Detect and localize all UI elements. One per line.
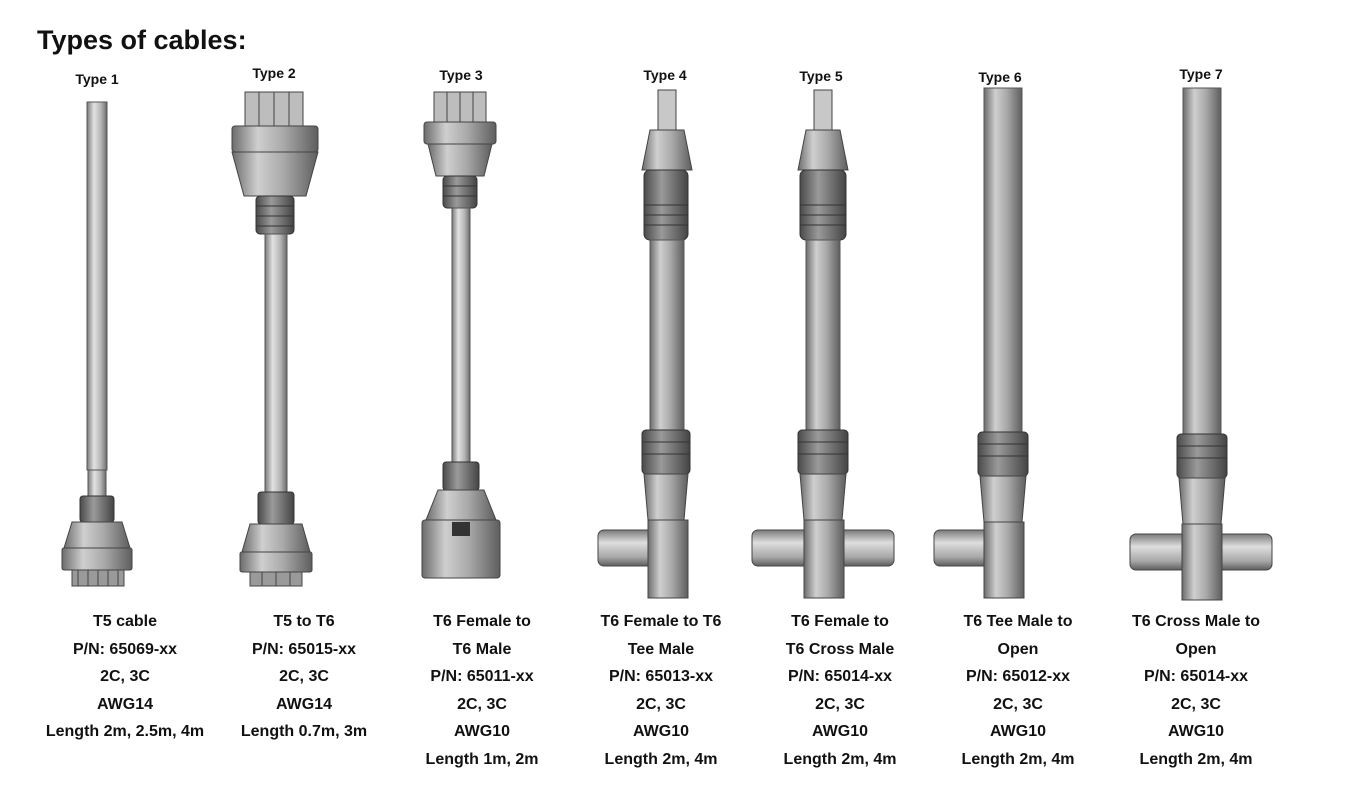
caption-line: Length 2m, 4m [961, 750, 1075, 768]
page-title: Types of cables: [37, 25, 247, 55]
caption-line: 2C, 3C [457, 695, 507, 713]
type-3-cable-image [421, 91, 501, 579]
caption-line: P/N: 65014-xx [787, 668, 893, 685]
caption-line: T6 Cross Male to [1131, 613, 1261, 630]
type-6-caption: T6 Tee Male to Open P/N: 65012-xx 2C, 3C… [928, 608, 1108, 773]
caption-line: 2C, 3C [993, 695, 1043, 713]
type-1-cable-image [61, 101, 133, 587]
caption-line: 2C, 3C [100, 668, 150, 685]
caption-line: Length 1m, 2m [425, 750, 539, 768]
type-7-cable-image [1129, 87, 1273, 601]
type-4-cable-image [597, 89, 693, 599]
type-2-label: Type 2 [252, 65, 296, 81]
caption-line: T6 Cross Male [785, 640, 895, 658]
type-1-caption: T5 cable P/N: 65069-xx 2C, 3C AWG14 Leng… [35, 608, 215, 742]
caption-line: AWG10 [453, 723, 510, 740]
caption-line: T5 cable [92, 613, 158, 630]
caption-line: P/N: 65015-xx [251, 640, 357, 658]
caption-line: T6 Male [452, 640, 512, 658]
type-5-cable-image [751, 89, 895, 599]
caption-line: T6 Female to [433, 613, 531, 630]
caption-line: Open [1175, 640, 1217, 658]
caption-line: Open [997, 640, 1039, 658]
type-6-cable-image [933, 87, 1029, 599]
type-5-caption: T6 Female to T6 Cross Male P/N: 65014-xx… [750, 608, 930, 773]
caption-line: Length 0.7m, 3m [240, 723, 368, 740]
type-3-caption: T6 Female to T6 Male P/N: 65011-xx 2C, 3… [392, 608, 572, 773]
type-5-label: Type 5 [799, 68, 843, 84]
caption-line: 2C, 3C [636, 695, 686, 713]
type-2-caption: T5 to T6 P/N: 65015-xx 2C, 3C AWG14 Leng… [214, 608, 394, 746]
caption-line: T6 Female to [791, 613, 889, 630]
caption-line: Length 2m, 4m [1139, 750, 1253, 768]
type-4-label: Type 4 [643, 67, 687, 83]
caption-line: AWG14 [96, 695, 153, 713]
type-7-label: Type 7 [1179, 66, 1223, 82]
type-7-caption: T6 Cross Male to Open P/N: 65014-xx 2C, … [1106, 608, 1286, 773]
caption-line: P/N: 65013-xx [608, 668, 714, 685]
caption-line: P/N: 65069-xx [72, 640, 178, 658]
caption-line: AWG10 [811, 723, 868, 740]
caption-line: AWG10 [989, 723, 1046, 740]
caption-line: 2C, 3C [815, 695, 865, 713]
type-1-label: Type 1 [75, 71, 119, 87]
type-4-caption: T6 Female to T6 Tee Male P/N: 65013-xx 2… [571, 608, 751, 773]
caption-line: P/N: 65014-xx [1143, 668, 1249, 685]
caption-line: Length 2m, 4m [783, 750, 897, 768]
caption-line: P/N: 65011-xx [430, 668, 534, 685]
type-2-cable-image [231, 91, 319, 587]
caption-line: AWG14 [275, 695, 332, 713]
caption-line: AWG10 [1167, 723, 1224, 740]
caption-line: Length 2m, 2.5m, 4m [45, 723, 205, 740]
caption-line: Length 2m, 4m [604, 750, 718, 768]
type-6-label: Type 6 [978, 69, 1022, 85]
caption-line: T6 Tee Male to [963, 613, 1073, 630]
caption-line: P/N: 65012-xx [965, 668, 1071, 685]
type-3-label: Type 3 [439, 67, 483, 83]
caption-line: 2C, 3C [1171, 695, 1221, 713]
caption-line: 2C, 3C [279, 668, 329, 685]
caption-line: AWG10 [632, 723, 689, 740]
caption-line: T5 to T6 [273, 613, 335, 630]
caption-line: T6 Female to T6 [600, 613, 722, 630]
caption-line: Tee Male [627, 640, 695, 658]
